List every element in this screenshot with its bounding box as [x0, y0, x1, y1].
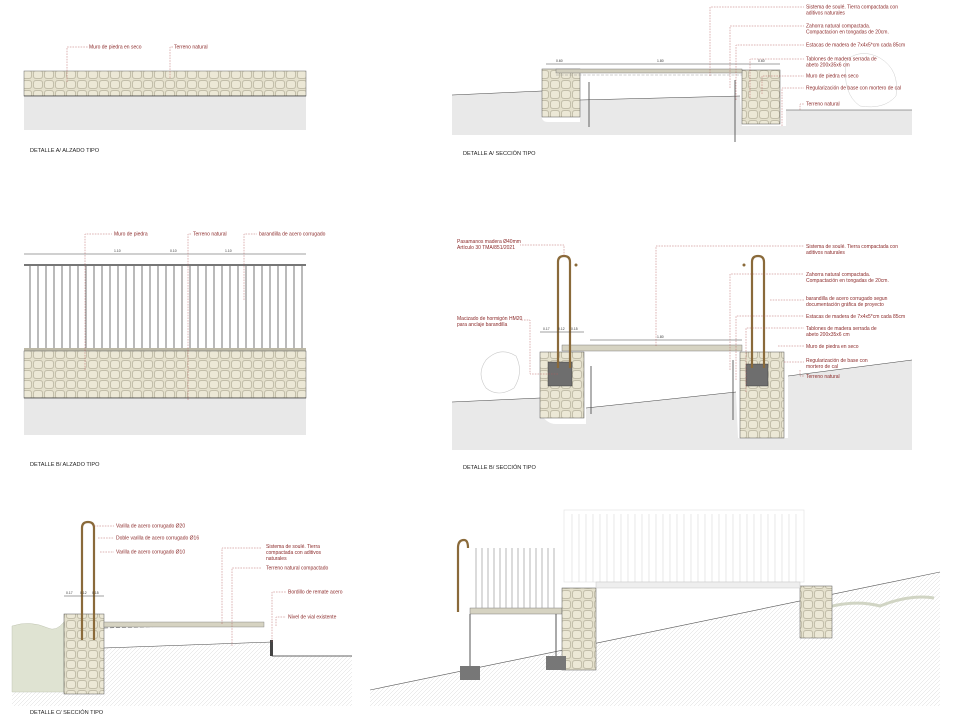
- label-terreno-natural: Terreno natural: [174, 45, 208, 51]
- svg-text:0.12: 0.12: [558, 327, 565, 331]
- svg-text:Varilla de acero corrugado Ø10: Varilla de acero corrugado Ø10: [116, 550, 185, 556]
- panel-c-seccion: 0.17 0.12 0.15 Varilla de acero corrugad…: [11, 520, 352, 716]
- svg-text:compactada con aditivos: compactada con aditivos: [266, 550, 322, 556]
- natural-ground: [24, 399, 306, 435]
- svg-text:Sistema de soulé. Tierra: Sistema de soulé. Tierra: [266, 544, 320, 550]
- svg-text:1.10: 1.10: [114, 249, 121, 253]
- svg-text:Varilla de acero corrugado Ø20: Varilla de acero corrugado Ø20: [116, 524, 185, 530]
- svg-text:Bordillo de remate acero: Bordillo de remate acero: [288, 590, 343, 596]
- svg-text:Regularización de base con mor: Regularización de base con mortero de ca…: [806, 86, 901, 92]
- svg-text:naturales: naturales: [266, 556, 287, 562]
- panel-title-a-alzado: DETALLE A/ ALZADO TIPO: [30, 148, 100, 154]
- svg-text:0.10: 0.10: [170, 249, 177, 253]
- stone-wall: [23, 350, 307, 399]
- svg-text:Muro de piedra en seco: Muro de piedra en seco: [806, 344, 859, 350]
- svg-text:0.15: 0.15: [571, 327, 578, 331]
- panel-a-alzado: Muro de piedra en seco Terreno natural D…: [23, 45, 307, 154]
- panel-title-b-seccion: DETALLE B/ SECCIÓN TIPO: [463, 464, 536, 471]
- svg-text:Artículo 30 TMA/851/2021: Artículo 30 TMA/851/2021: [457, 245, 515, 251]
- svg-text:Terreno natural: Terreno natural: [806, 102, 840, 108]
- stone-wall-left: [541, 68, 581, 118]
- svg-text:Macizado de hormigón HM20: Macizado de hormigón HM20: [457, 316, 523, 322]
- svg-text:Sistema de soulé. Tierra compa: Sistema de soulé. Tierra compactada con: [806, 244, 898, 250]
- dry-stone-wall: [23, 70, 307, 97]
- svg-text:Zahorra natural compactada.: Zahorra natural compactada.: [806, 24, 870, 30]
- stone-pier-right: [799, 585, 833, 639]
- svg-text:1.80: 1.80: [657, 59, 664, 63]
- railing-balusters-background: [571, 514, 797, 582]
- svg-text:Muro de piedra: Muro de piedra: [114, 232, 148, 238]
- panel-title-b-alzado: DETALLE B/ ALZADO TIPO: [30, 462, 100, 468]
- handrail-rod: [456, 538, 470, 612]
- railing-balusters: [29, 266, 303, 348]
- svg-text:aditivos naturales: aditivos naturales: [806, 11, 845, 17]
- svg-text:Muro de piedra en seco: Muro de piedra en seco: [806, 74, 859, 80]
- svg-text:mortero de cal: mortero de cal: [806, 364, 838, 370]
- steel-edge-curb: [270, 640, 273, 656]
- ground-section: [452, 360, 912, 450]
- svg-text:abeto 200x35x6 cm: abeto 200x35x6 cm: [806, 332, 850, 338]
- svg-text:Nivel de vial existente: Nivel de vial existente: [288, 615, 337, 621]
- handrail-rod-right: [750, 254, 766, 368]
- panel-title-c-seccion: DETALLE C/ SECCIÓN TIPO: [30, 709, 104, 716]
- natural-ground: [24, 97, 306, 130]
- svg-text:aditivos naturales: aditivos naturales: [806, 250, 845, 256]
- svg-text:para anclaje barandilla: para anclaje barandilla: [457, 322, 508, 328]
- svg-text:Terreno natural: Terreno natural: [806, 374, 840, 380]
- svg-text:0.60: 0.60: [758, 59, 765, 63]
- panel-b-alzado: 1.10 0.10 1.10 Muro de piedra Terreno na…: [23, 232, 326, 468]
- ground-section: [452, 91, 912, 135]
- stone-wall: [63, 613, 105, 695]
- footing-left: [460, 666, 480, 680]
- svg-text:1.10: 1.10: [225, 249, 232, 253]
- panel-a-seccion: 0.60 1.80 0.60 Sistema de soulé. Tierra …: [451, 5, 912, 157]
- svg-text:Regularización de base con: Regularización de base con: [806, 358, 868, 364]
- soule-deck: [103, 621, 265, 628]
- svg-text:barandilla de acero corrugado: barandilla de acero corrugado segun: [806, 296, 888, 302]
- svg-text:Terreno natural compactado: Terreno natural compactado: [266, 566, 328, 572]
- ground-section: [104, 642, 352, 692]
- footing-right: [546, 656, 566, 670]
- panel-title-a-seccion: DETALLE A/ SECCIÓN TIPO: [463, 150, 536, 157]
- soule-deck: [561, 344, 743, 352]
- svg-text:Compactación en tongadas de 20: Compactación en tongadas de 20cm.: [806, 278, 889, 284]
- svg-text:Doble varilla de acero corruga: Doble varilla de acero corrugado Ø16: [116, 536, 199, 542]
- stone-wall-right: [741, 69, 781, 125]
- svg-text:Estacas de madera de 7x4x5*cm: Estacas de madera de 7x4x5*cm cada 85cm: [806, 43, 905, 49]
- railing-balusters-front: [475, 548, 555, 608]
- svg-text:abeto 200x35x6 cm: abeto 200x35x6 cm: [806, 63, 850, 69]
- svg-text:Tablones de madera serrada de: Tablones de madera serrada de: [806, 57, 877, 63]
- label-muro-piedra: Muro de piedra en seco: [89, 45, 142, 51]
- svg-text:Compactacion en tongadas de 20: Compactacion en tongadas de 20cm.: [806, 30, 889, 36]
- panel-bridge-elevation: [369, 509, 941, 706]
- bridge-deck: [469, 607, 563, 615]
- svg-text:Estacas de madera de 7x4x5*cm: Estacas de madera de 7x4x5*cm cada 85cm: [806, 314, 905, 320]
- svg-text:documentación gráfica de proye: documentación gráfica de proyecto: [806, 302, 884, 308]
- svg-text:0.60: 0.60: [556, 59, 563, 63]
- svg-text:barandilla de acero corrugado: barandilla de acero corrugado: [259, 232, 326, 238]
- svg-text:0.15: 0.15: [92, 591, 99, 595]
- svg-text:0.17: 0.17: [66, 591, 73, 595]
- svg-text:Zahorra natural compactada.: Zahorra natural compactada.: [806, 272, 870, 278]
- svg-text:Sistema de soulé. Tierra compa: Sistema de soulé. Tierra compactada con: [806, 5, 898, 11]
- svg-text:1.80: 1.80: [657, 335, 664, 339]
- panel-b-seccion: 0.17 0.12 0.15 1.80 Pasamanos madera Ø40…: [451, 239, 913, 471]
- soule-deck: [555, 68, 743, 74]
- rebar-rod: [80, 520, 96, 640]
- svg-text:0.12: 0.12: [80, 591, 87, 595]
- handrail-rod-left: [556, 254, 572, 368]
- stone-pier-left: [561, 587, 597, 671]
- svg-text:Terreno natural: Terreno natural: [193, 232, 227, 238]
- svg-text:Pasamanos madera Ø40mm: Pasamanos madera Ø40mm: [457, 239, 521, 245]
- svg-text:Tablones de madera serrada de: Tablones de madera serrada de: [806, 326, 877, 332]
- svg-text:0.17: 0.17: [543, 327, 550, 331]
